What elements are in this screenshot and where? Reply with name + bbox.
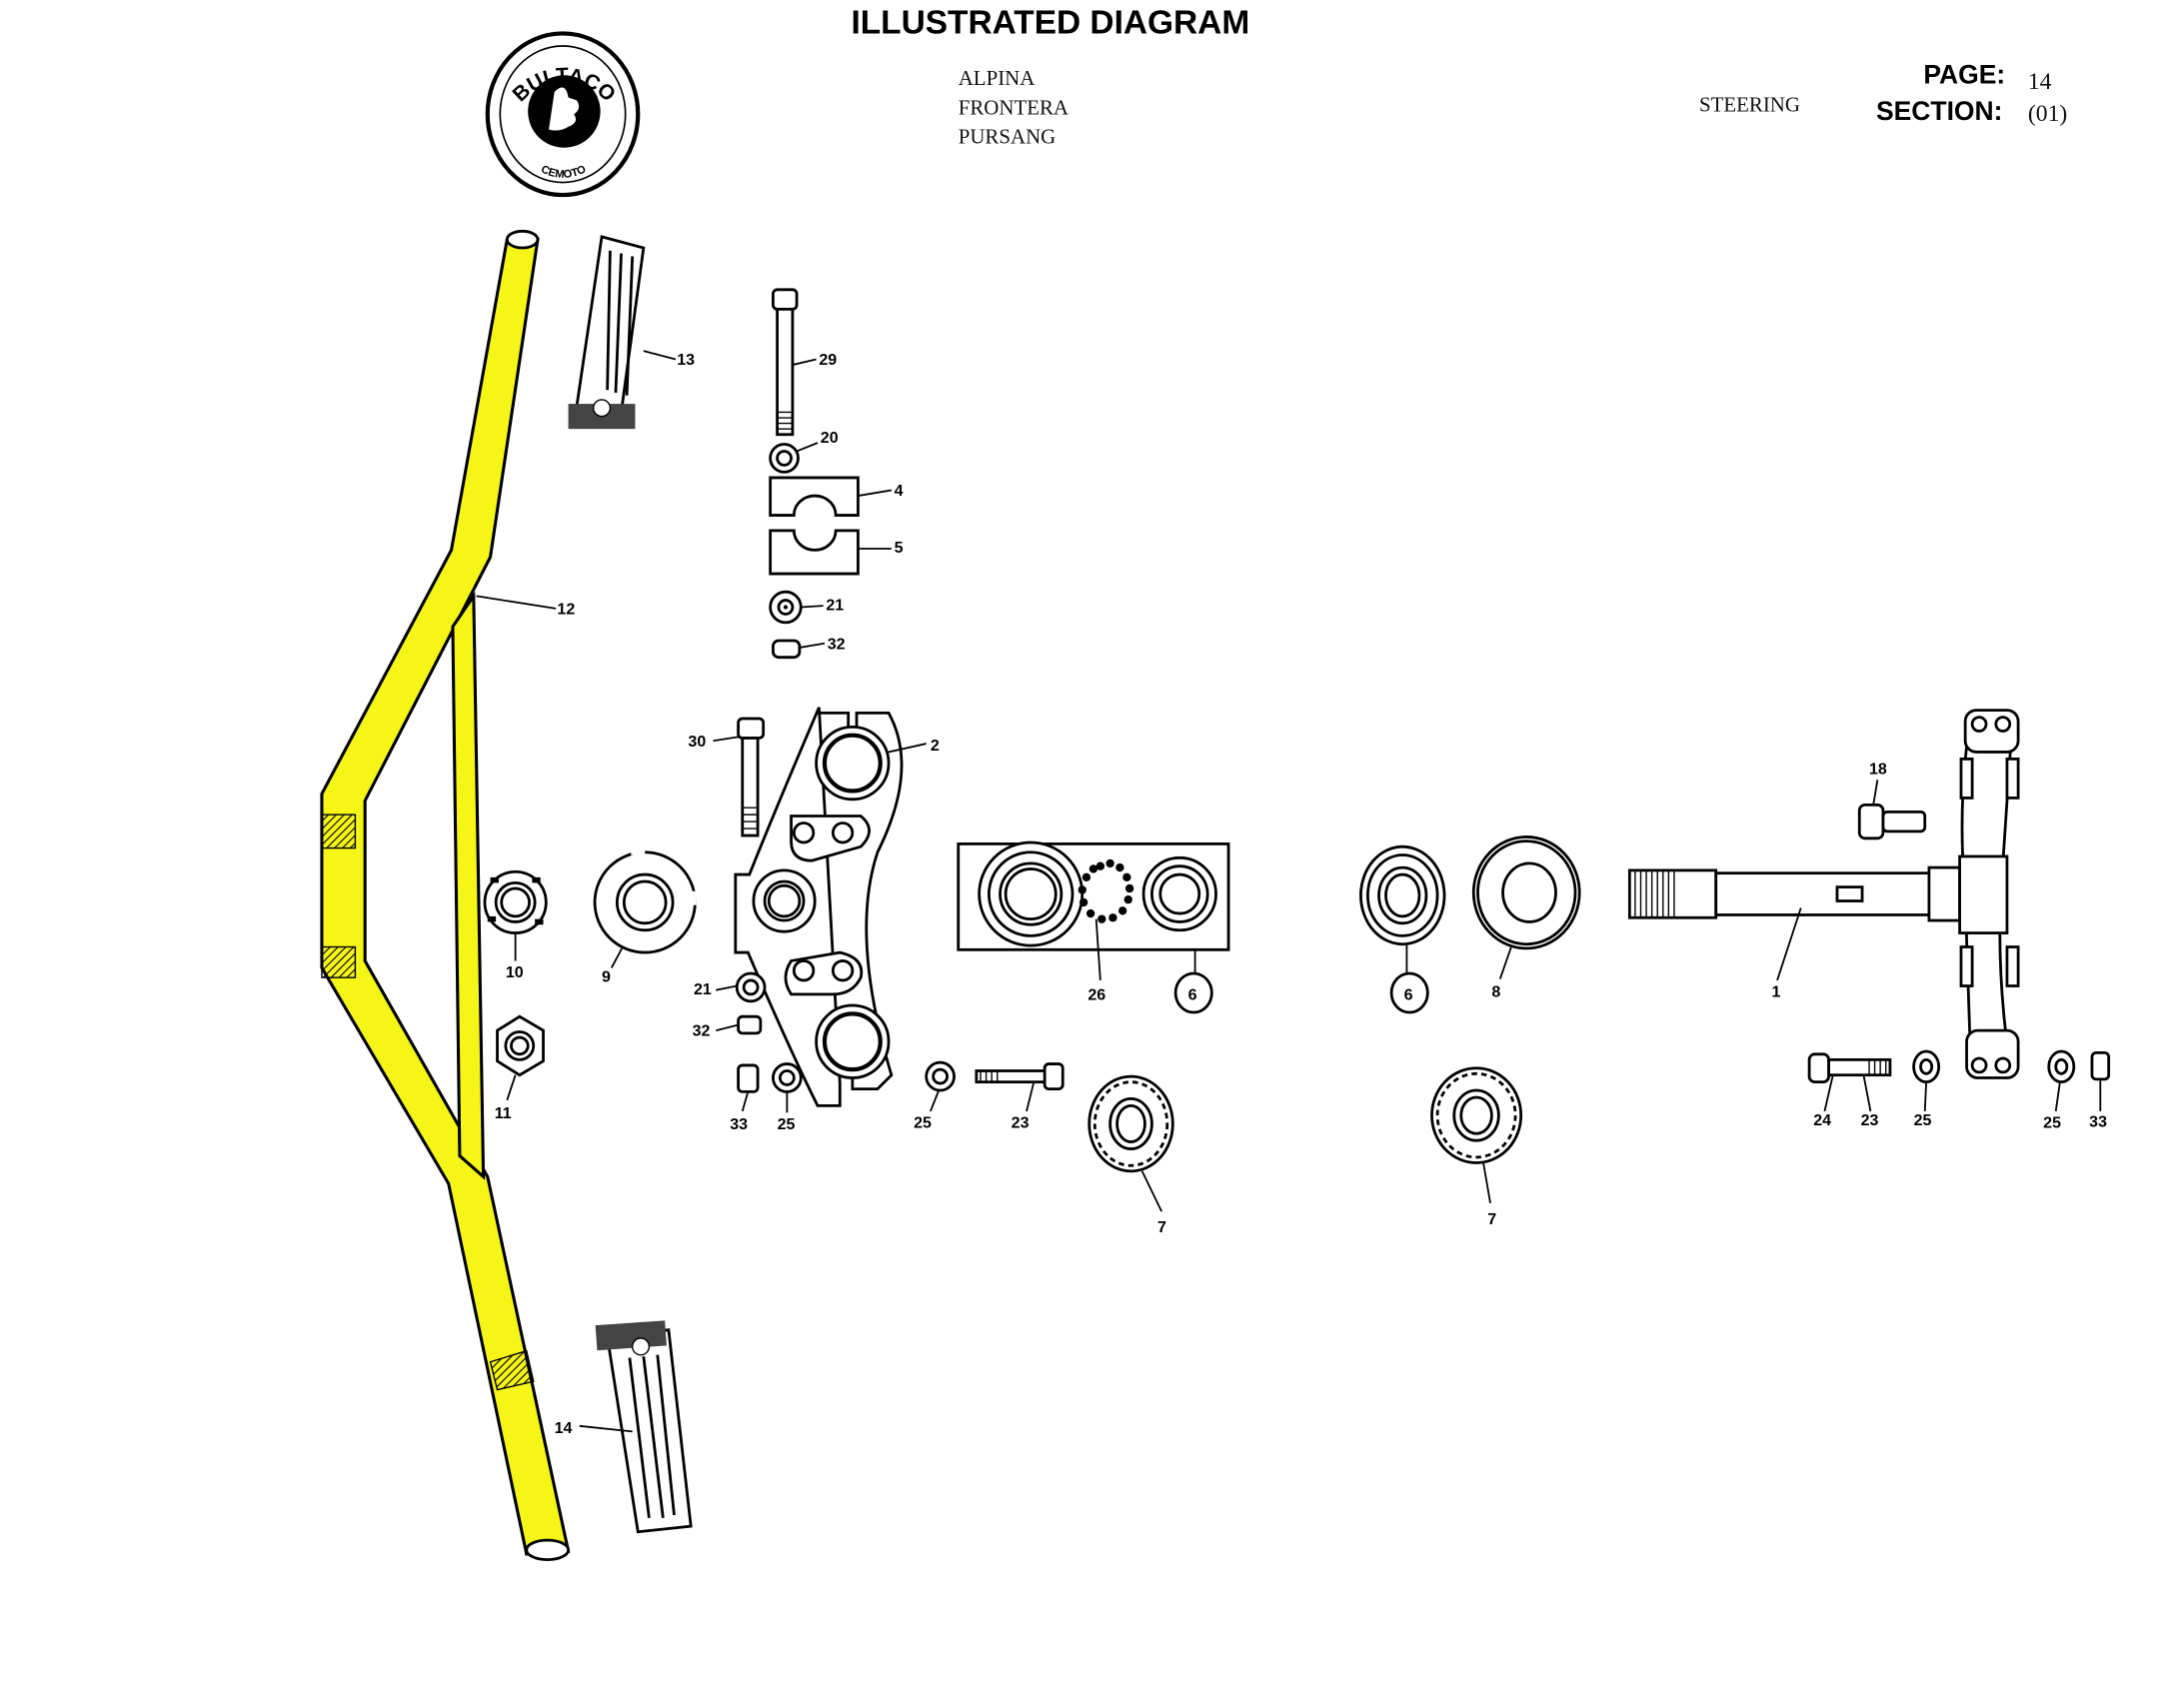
label-stem-bolt-head: 24 — [1813, 1111, 1831, 1129]
label-stem-bolt: 18 — [1869, 761, 1887, 779]
top-crown — [734, 707, 904, 1107]
section-value: (01) — [2028, 101, 2067, 127]
label-top-crown: 2 — [931, 737, 940, 755]
bultaco-logo: BULTACO CEMOTO — [485, 31, 641, 198]
clamp-upper — [769, 476, 860, 517]
clamp-lower — [769, 529, 860, 576]
label-upper-washer: 21 — [826, 596, 844, 614]
stem-bolt-lower — [1807, 1052, 1892, 1084]
crown-bolt — [737, 717, 766, 838]
bearing-upper — [1088, 1074, 1174, 1173]
label-upper-nut: 32 — [828, 635, 846, 653]
handlebar — [320, 229, 571, 1561]
group-name: STEERING — [1699, 92, 1800, 116]
bearing-balls — [1078, 858, 1134, 923]
label-locknut: 9 — [602, 967, 611, 985]
page-value: 14 — [2028, 69, 2052, 95]
stem-washer-b — [2047, 1049, 2076, 1084]
mid-washer — [735, 971, 767, 1003]
lower-nut — [737, 1063, 760, 1093]
label-lower-bolt: 23 — [1012, 1114, 1030, 1132]
mid-nut — [737, 1014, 763, 1035]
label-stem-nut: 33 — [2089, 1112, 2107, 1130]
label-stem-washer-b: 25 — [2043, 1114, 2061, 1132]
clamp-washer — [769, 443, 800, 474]
model-pursang: PURSANG — [959, 125, 1057, 149]
label-grip-left: 13 — [677, 351, 695, 369]
label-lower-washer-b: 25 — [914, 1114, 932, 1132]
locknut — [593, 846, 697, 954]
lower-bolt — [975, 1062, 1065, 1091]
label-clamp-bolt: 29 — [819, 351, 837, 369]
bearing-kit — [957, 841, 1230, 951]
steering-stem — [1627, 709, 2020, 1079]
label-stem: 1 — [1771, 983, 1780, 1001]
label-stem-washer-a: 25 — [1914, 1111, 1932, 1129]
page-title: ILLUSTRATED DIAGRAM — [851, 4, 1249, 41]
bearing-lower — [1430, 1066, 1523, 1164]
stem-bolt — [1857, 803, 1927, 841]
label-hex-nut: 11 — [495, 1104, 512, 1122]
label-dust-cover: 8 — [1491, 983, 1500, 1001]
label-bearing-kit: 6 — [1188, 985, 1197, 1003]
label-crown-bolt: 30 — [688, 733, 706, 751]
label-grip-right: 14 — [555, 1419, 573, 1437]
upper-nut — [772, 639, 802, 660]
label-clamp-upper: 4 — [895, 482, 904, 500]
label-bearing-upper: 7 — [1157, 1218, 1166, 1236]
label-handlebar: 12 — [557, 600, 575, 618]
label-lower-washer-a: 25 — [778, 1115, 796, 1133]
label-clamp-lower: 5 — [895, 539, 904, 557]
page-label: PAGE: — [1923, 60, 2005, 90]
lower-washer-b — [925, 1060, 956, 1092]
hex-nut — [496, 1014, 545, 1077]
label-bearing-cup: 6 — [1404, 985, 1413, 1003]
grip-left — [568, 235, 646, 430]
stem-washer-a — [1912, 1049, 1941, 1084]
stem-nut — [2090, 1051, 2111, 1081]
clamp-bolt — [772, 288, 799, 437]
model-alpina: ALPINA — [959, 66, 1036, 90]
grip-right — [595, 1320, 693, 1534]
label-mid-nut: 32 — [693, 1022, 711, 1040]
section-label: SECTION: — [1876, 96, 2002, 126]
label-castle-nut: 10 — [506, 963, 524, 981]
label-mid-washer: 21 — [694, 980, 712, 998]
logo-sub: CEMOTO — [539, 163, 588, 181]
castle-nut — [483, 869, 548, 934]
dust-cover — [1471, 836, 1581, 950]
upper-washer — [769, 590, 803, 625]
label-clamp-washer: 20 — [821, 429, 839, 447]
label-lower-nut: 33 — [730, 1115, 748, 1133]
label-balls: 26 — [1088, 985, 1105, 1003]
lower-washer-a — [772, 1062, 803, 1093]
label-stem-bolt-thread: 23 — [1861, 1111, 1879, 1129]
bearing-cup — [1359, 844, 1446, 946]
model-frontera: FRONTERA — [959, 95, 1069, 119]
label-bearing-lower: 7 — [1487, 1210, 1496, 1228]
